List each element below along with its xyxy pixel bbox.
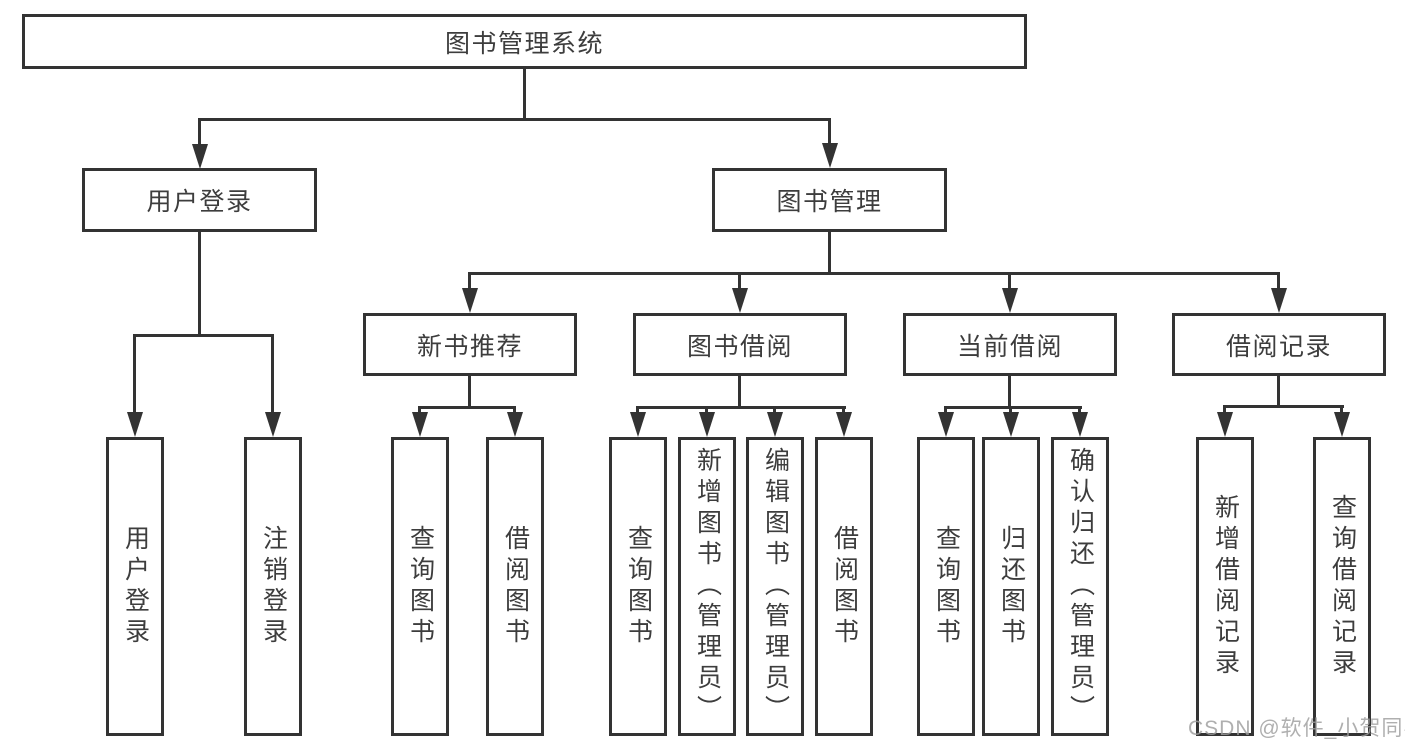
connector-line-v bbox=[1277, 272, 1280, 290]
connector-line-v bbox=[133, 334, 136, 414]
arrowhead-icon bbox=[1217, 412, 1233, 437]
arrowhead-icon bbox=[767, 412, 783, 437]
node-leaf-borrow-book-2: 借阅图书 bbox=[815, 437, 873, 736]
connector-line-v bbox=[468, 376, 471, 408]
node-leaf-confirm-return-admin: 确认归还（管理员） bbox=[1051, 437, 1109, 736]
node-leaf-edit-book-admin-label: 编辑图书（管理员） bbox=[761, 447, 790, 726]
connector-line-v bbox=[1223, 405, 1226, 414]
node-leaf-return-book: 归还图书 bbox=[982, 437, 1040, 736]
arrowhead-icon bbox=[1271, 288, 1287, 313]
connector-line-v bbox=[773, 406, 776, 414]
node-leaf-borrow-book-1-label: 借阅图书 bbox=[501, 524, 530, 649]
connector-line-v bbox=[828, 232, 831, 275]
watermark: CSDN @软件_小贺同学 bbox=[1188, 717, 1405, 740]
node-leaf-return-book-label: 归还图书 bbox=[997, 524, 1026, 649]
node-leaf-add-borrow-record-label: 新增借阅记录 bbox=[1211, 493, 1240, 680]
connector-line-v bbox=[842, 406, 845, 414]
arrowhead-icon bbox=[1072, 412, 1088, 437]
node-leaf-query-book-1-label: 查询图书 bbox=[406, 524, 435, 649]
node-leaf-query-borrow-record: 查询借阅记录 bbox=[1313, 437, 1371, 736]
arrowhead-icon bbox=[265, 412, 281, 437]
connector-line-v bbox=[1008, 375, 1011, 408]
arrowhead-icon bbox=[462, 288, 478, 313]
node-leaf-add-borrow-record: 新增借阅记录 bbox=[1196, 437, 1254, 736]
connector-line-v bbox=[738, 376, 741, 408]
arrowhead-icon bbox=[1002, 288, 1018, 313]
node-book-borrow: 图书借阅 bbox=[633, 313, 847, 376]
arrowhead-icon bbox=[699, 412, 715, 437]
arrowhead-icon bbox=[507, 412, 523, 437]
node-book-borrow-label: 图书借阅 bbox=[686, 332, 793, 361]
connector-line-v bbox=[1008, 272, 1011, 290]
connector-line-h bbox=[1223, 405, 1344, 408]
arrowhead-icon bbox=[836, 412, 852, 437]
arrowhead-icon bbox=[1003, 412, 1019, 437]
node-new-book-recommend-label: 新书推荐 bbox=[416, 332, 523, 361]
node-leaf-query-borrow-record-label: 查询借阅记录 bbox=[1328, 493, 1357, 680]
node-borrow-records-label: 借阅记录 bbox=[1225, 332, 1332, 361]
arrowhead-icon bbox=[1334, 412, 1350, 437]
connector-line-h bbox=[133, 334, 274, 337]
arrowhead-icon bbox=[192, 144, 208, 169]
connector-line-v bbox=[944, 406, 947, 414]
node-leaf-logout-label: 注销登录 bbox=[259, 524, 288, 649]
connector-line-v bbox=[198, 232, 201, 336]
node-leaf-add-book-admin-label: 新增图书（管理员） bbox=[693, 447, 722, 726]
arrowhead-icon bbox=[412, 412, 428, 437]
node-leaf-query-book-2: 查询图书 bbox=[609, 437, 667, 736]
node-leaf-logout: 注销登录 bbox=[244, 437, 302, 736]
connector-line-v bbox=[523, 69, 526, 118]
node-leaf-edit-book-admin: 编辑图书（管理员） bbox=[746, 437, 804, 736]
arrowhead-icon bbox=[127, 412, 143, 437]
node-root-label: 图书管理系统 bbox=[444, 29, 604, 58]
node-book-management: 图书管理 bbox=[712, 168, 947, 232]
node-user-login: 用户登录 bbox=[82, 168, 317, 232]
node-leaf-borrow-book-1: 借阅图书 bbox=[486, 437, 544, 736]
arrowhead-icon bbox=[630, 412, 646, 437]
node-leaf-user-login: 用户登录 bbox=[106, 437, 164, 736]
node-leaf-add-book-admin: 新增图书（管理员） bbox=[678, 437, 736, 736]
connector-line-v bbox=[1078, 406, 1081, 414]
connector-line-h bbox=[418, 406, 516, 409]
connector-line-v bbox=[513, 406, 516, 414]
connector-line-h bbox=[636, 406, 846, 409]
arrowhead-icon bbox=[732, 288, 748, 313]
connector-line-h bbox=[468, 272, 1280, 275]
connector-line-h bbox=[198, 118, 831, 121]
node-borrow-records: 借阅记录 bbox=[1172, 313, 1386, 376]
node-leaf-user-login-label: 用户登录 bbox=[121, 524, 150, 649]
connector-line-v bbox=[828, 118, 831, 146]
connector-line-v bbox=[418, 406, 421, 414]
node-leaf-confirm-return-admin-label: 确认归还（管理员） bbox=[1066, 447, 1095, 726]
node-current-borrow: 当前借阅 bbox=[903, 313, 1117, 376]
node-leaf-query-book-1: 查询图书 bbox=[391, 437, 449, 736]
arrowhead-icon bbox=[938, 412, 954, 437]
connector-line-v bbox=[468, 272, 471, 290]
connector-line-v bbox=[705, 406, 708, 414]
node-root: 图书管理系统 bbox=[22, 14, 1027, 69]
connector-line-v bbox=[1009, 406, 1012, 414]
node-leaf-query-book-3-label: 查询图书 bbox=[932, 524, 961, 649]
node-new-book-recommend: 新书推荐 bbox=[363, 313, 577, 376]
connector-line-v bbox=[636, 406, 639, 414]
node-user-login-label: 用户登录 bbox=[146, 188, 253, 216]
connector-line-h bbox=[944, 406, 1082, 409]
node-leaf-borrow-book-2-label: 借阅图书 bbox=[830, 524, 859, 649]
connector-line-v bbox=[1277, 376, 1280, 408]
node-book-management-label: 图书管理 bbox=[776, 188, 883, 216]
node-current-borrow-label: 当前借阅 bbox=[956, 332, 1063, 361]
connector-line-v bbox=[198, 118, 201, 146]
connector-line-v bbox=[1340, 405, 1343, 414]
connector-line-v bbox=[271, 334, 274, 414]
connector-line-v bbox=[738, 272, 741, 290]
arrowhead-icon bbox=[822, 143, 838, 168]
node-leaf-query-book-3: 查询图书 bbox=[917, 437, 975, 736]
node-leaf-query-book-2-label: 查询图书 bbox=[624, 524, 653, 649]
